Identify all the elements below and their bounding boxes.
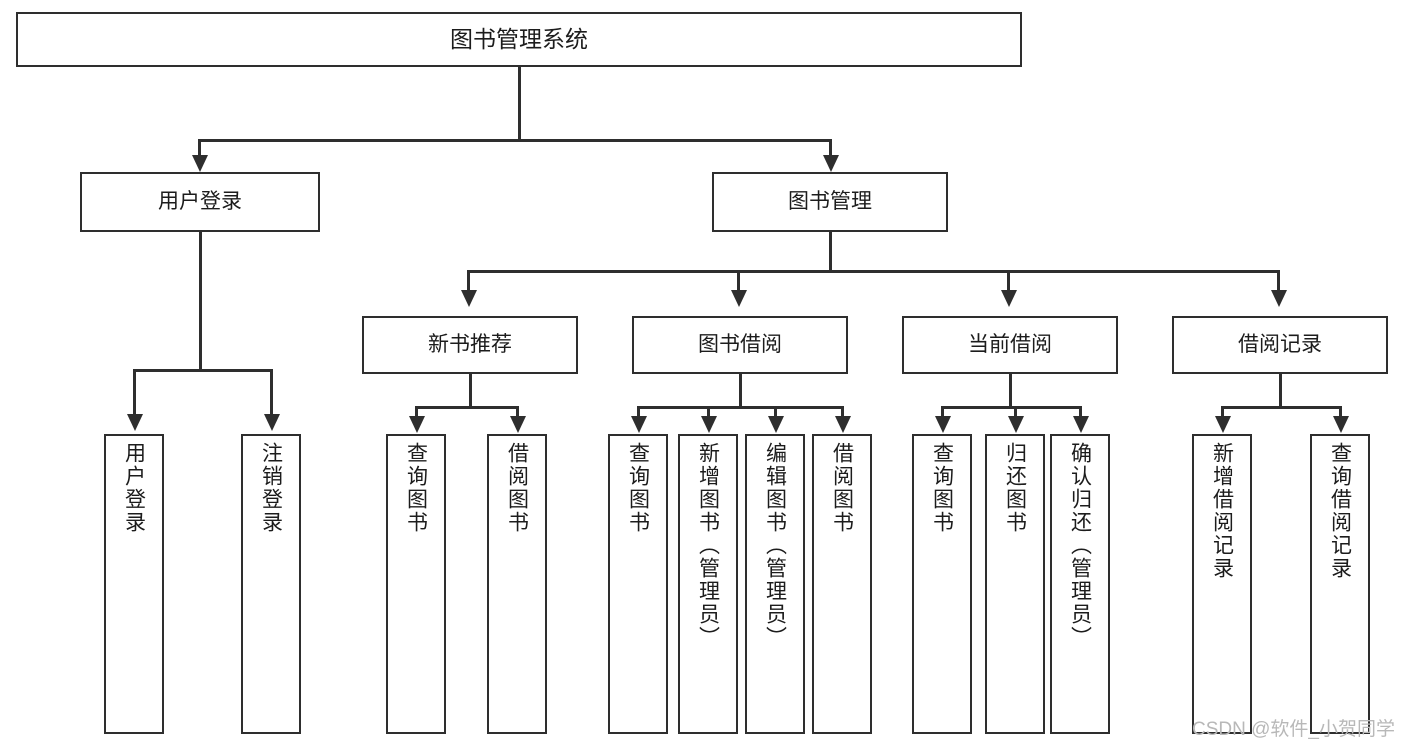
node-label: 图书管理系统 xyxy=(450,26,588,53)
edge-root-stem xyxy=(518,67,521,139)
edge-book-management-stem xyxy=(829,232,832,272)
arrow-to-leaf-user-login xyxy=(127,414,143,431)
node-label: 新增借阅记录 xyxy=(1210,442,1234,580)
leaf-user-login[interactable]: 用户登录 xyxy=(104,434,164,734)
arrow-to-borrow-record xyxy=(1271,290,1287,307)
edge-current-drop-1 xyxy=(1014,406,1017,420)
arrow-to-book-management xyxy=(823,155,839,172)
leaf-edit-book-admin[interactable]: 编辑图书（管理员） xyxy=(745,434,805,734)
edge-user-login-bus xyxy=(133,369,272,372)
arrow-to-new-book-recommend xyxy=(461,290,477,307)
node-label: 查询图书 xyxy=(404,442,428,534)
edge-recommend-bus xyxy=(415,406,519,409)
edge-root-drop-right xyxy=(829,139,832,159)
node-label: 新增图书（管理员） xyxy=(696,442,720,649)
leaf-confirm-return-admin[interactable]: 确认归还（管理员） xyxy=(1050,434,1110,734)
node-label: 图书管理 xyxy=(788,189,872,213)
edge-bm-drop-2 xyxy=(1007,270,1010,294)
node-label: 查询借阅记录 xyxy=(1328,442,1352,580)
leaf-logout[interactable]: 注销登录 xyxy=(241,434,301,734)
leaf-add-borrow-record[interactable]: 新增借阅记录 xyxy=(1192,434,1252,734)
arrow-to-leaf-confirm-return xyxy=(1073,416,1089,433)
edge-current-bus xyxy=(941,406,1081,409)
node-label: 图书借阅 xyxy=(698,332,782,356)
edge-current-drop-2 xyxy=(1079,406,1082,420)
node-new-book-recommend[interactable]: 新书推荐 xyxy=(362,316,578,374)
node-label: 当前借阅 xyxy=(968,332,1052,356)
node-label: 查询图书 xyxy=(930,442,954,534)
edge-current-drop-0 xyxy=(941,406,944,420)
arrow-to-leaf-query-book-1 xyxy=(409,416,425,433)
edge-record-stem xyxy=(1279,374,1282,408)
leaf-borrow-book[interactable]: 借阅图书 xyxy=(812,434,872,734)
node-borrow-record[interactable]: 借阅记录 xyxy=(1172,316,1388,374)
node-label: 用户登录 xyxy=(122,442,146,534)
edge-bm-drop-3 xyxy=(1277,270,1280,294)
leaf-query-book-current[interactable]: 查询图书 xyxy=(912,434,972,734)
edge-user-login-stem xyxy=(199,232,202,369)
leaf-return-book[interactable]: 归还图书 xyxy=(985,434,1045,734)
node-current-borrow[interactable]: 当前借阅 xyxy=(902,316,1118,374)
edge-book-management-bus xyxy=(467,270,1279,273)
node-label: 新书推荐 xyxy=(428,332,512,356)
leaf-borrow-book-recommend[interactable]: 借阅图书 xyxy=(487,434,547,734)
arrow-to-leaf-query-book-3 xyxy=(935,416,951,433)
edge-record-bus xyxy=(1221,406,1339,409)
arrow-to-leaf-query-book-2 xyxy=(631,416,647,433)
edge-record-drop-0 xyxy=(1221,406,1224,420)
leaf-query-book-borrow[interactable]: 查询图书 xyxy=(608,434,668,734)
arrow-to-leaf-add-book xyxy=(701,416,717,433)
edge-user-login-drop-1 xyxy=(270,369,273,417)
node-label: 用户登录 xyxy=(158,189,242,213)
edge-borrow-stem xyxy=(739,374,742,408)
arrow-to-current-borrow xyxy=(1001,290,1017,307)
arrow-to-leaf-return-book xyxy=(1008,416,1024,433)
node-book-management[interactable]: 图书管理 xyxy=(712,172,948,232)
node-label: 归还图书 xyxy=(1003,442,1027,534)
arrow-to-leaf-edit-book xyxy=(768,416,784,433)
edge-recommend-drop-1 xyxy=(516,406,519,420)
node-label: 注销登录 xyxy=(259,442,283,534)
edge-borrow-drop-3 xyxy=(841,406,844,420)
leaf-query-book-recommend[interactable]: 查询图书 xyxy=(386,434,446,734)
edge-record-drop-1 xyxy=(1339,406,1342,420)
arrow-to-leaf-borrow-book-1 xyxy=(510,416,526,433)
node-user-login[interactable]: 用户登录 xyxy=(80,172,320,232)
edge-recommend-stem xyxy=(469,374,472,408)
edge-root-drop-left xyxy=(198,139,201,159)
arrow-to-leaf-logout xyxy=(264,414,280,431)
arrow-to-user-login xyxy=(192,155,208,172)
edge-borrow-drop-0 xyxy=(637,406,640,420)
node-label: 借阅记录 xyxy=(1238,332,1322,356)
node-label: 查询图书 xyxy=(626,442,650,534)
node-label: 编辑图书（管理员） xyxy=(763,442,787,649)
leaf-add-book-admin[interactable]: 新增图书（管理员） xyxy=(678,434,738,734)
node-root-book-management-system[interactable]: 图书管理系统 xyxy=(16,12,1022,67)
edge-recommend-drop-0 xyxy=(415,406,418,420)
arrow-to-leaf-borrow-book-2 xyxy=(835,416,851,433)
edge-borrow-drop-2 xyxy=(774,406,777,420)
node-label: 借阅图书 xyxy=(505,442,529,534)
arrow-to-book-borrow xyxy=(731,290,747,307)
arrow-to-leaf-query-record xyxy=(1333,416,1349,433)
leaf-query-borrow-record[interactable]: 查询借阅记录 xyxy=(1310,434,1370,734)
edge-bm-drop-0 xyxy=(467,270,470,294)
node-label: 确认归还（管理员） xyxy=(1068,442,1092,649)
node-book-borrow[interactable]: 图书借阅 xyxy=(632,316,848,374)
node-label: 借阅图书 xyxy=(830,442,854,534)
edge-bm-drop-1 xyxy=(737,270,740,294)
edge-borrow-bus xyxy=(637,406,844,409)
arrow-to-leaf-add-record xyxy=(1215,416,1231,433)
edge-current-stem xyxy=(1009,374,1012,408)
edge-borrow-drop-1 xyxy=(707,406,710,420)
edge-root-bus xyxy=(198,139,831,142)
edge-user-login-drop-0 xyxy=(133,369,136,417)
